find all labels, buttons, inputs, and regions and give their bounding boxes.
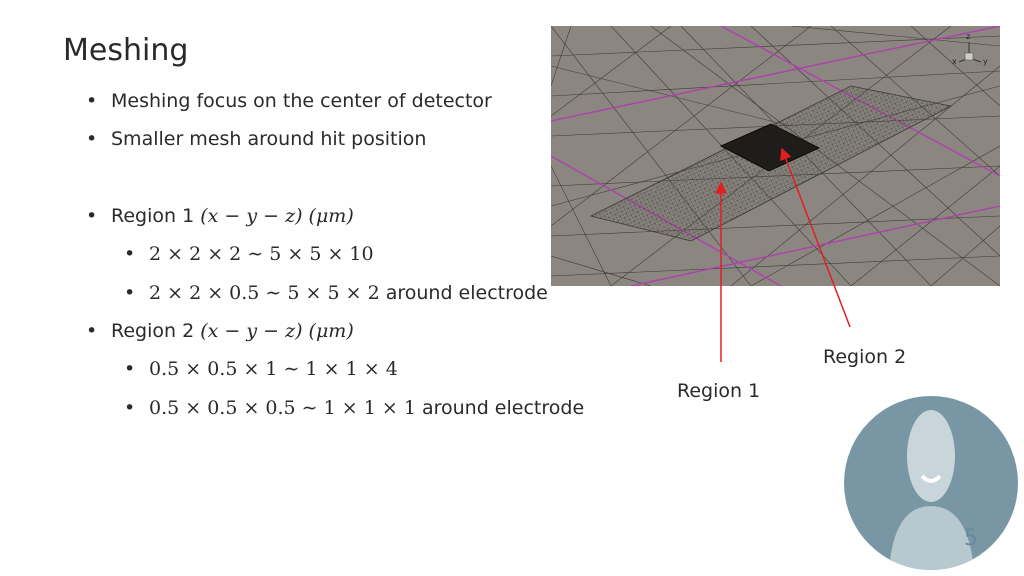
region2-units: (x − y − z) (μm) [200,320,354,342]
region2-label: Region 2 [823,346,907,368]
bullet-text: Meshing focus on the center of detector [111,90,492,112]
axis-y-label: y [983,57,988,66]
region1-electrode-size: 2 × 2 × 0.5 ∼ 5 × 5 × 2 [149,282,380,304]
bullet-meshing-focus: • Meshing focus on the center of detector [86,90,492,112]
region1-sub-bullet-1: • 2 × 2 × 2 ∼ 5 × 5 × 10 [124,243,374,265]
region1-label: Region 1 [677,380,761,402]
axis-triad-icon: z x y [952,32,988,66]
region2-electrode-suffix: around electrode [415,397,585,419]
region1-sub-bullet-2: • 2 × 2 × 0.5 ∼ 5 × 5 × 2 around electrod… [124,282,548,304]
region2-heading: Region 2 [111,320,201,342]
region1-heading: Region 1 [111,205,201,227]
region1-size-range: 2 × 2 × 2 ∼ 5 × 5 × 10 [149,243,374,265]
bullet-dot: • [86,205,98,227]
bullet-smaller-mesh: • Smaller mesh around hit position [86,128,426,150]
page-number: 5 [964,526,978,551]
bullet-text: Smaller mesh around hit position [111,128,427,150]
region1-electrode-suffix: around electrode [379,282,548,304]
region2-electrode [719,123,821,172]
bullet-dot: • [86,128,98,150]
axis-x-label: x [952,57,957,66]
mesh-image: z x y [551,26,1000,286]
bullet-dot: • [86,90,98,112]
region1-units: (x − y − z) (μm) [200,205,354,227]
axis-z-label: z [966,32,970,41]
avatar-smile [920,474,942,483]
bullet-dot: • [124,397,136,419]
bullet-dot: • [86,320,98,342]
presenter-avatar [844,396,1018,570]
avatar-head [907,410,955,502]
bullet-dot: • [124,358,136,380]
bullet-dot: • [124,282,136,304]
region2-sub-bullet-1: • 0.5 × 0.5 × 1 ∼ 1 × 1 × 4 [124,358,398,380]
region2-size-range: 0.5 × 0.5 × 1 ∼ 1 × 1 × 4 [149,358,398,380]
slide-title: Meshing [63,33,189,68]
region2-arrow [780,147,851,328]
bullet-dot: • [124,243,136,265]
region2-sub-bullet-2: • 0.5 × 0.5 × 0.5 ∼ 1 × 1 × 1 around elec… [124,397,584,419]
region2-electrode-size: 0.5 × 0.5 × 0.5 ∼ 1 × 1 × 1 [149,397,416,419]
bullet-region2: • Region 2 (x − y − z) (μm) [86,320,354,342]
avatar-body [889,506,974,570]
bullet-region1: • Region 1 (x − y − z) (μm) [86,205,354,227]
